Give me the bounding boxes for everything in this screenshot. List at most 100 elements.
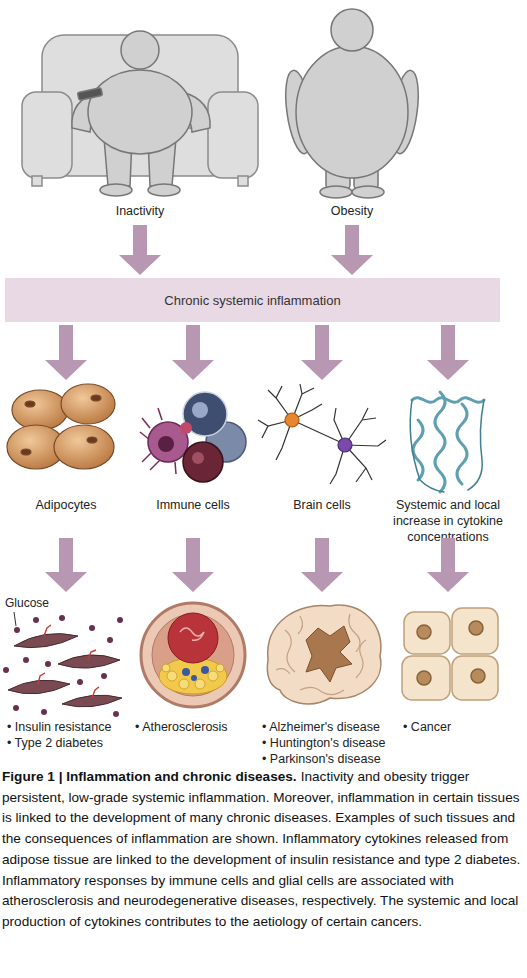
muscle-cells-glucose xyxy=(77,679,83,685)
muscle-cells-glucose xyxy=(101,673,107,679)
artery-cross-section xyxy=(208,671,218,681)
cancer-cells xyxy=(402,608,498,700)
brain-illustration xyxy=(267,605,381,704)
muscle-cells-glucose xyxy=(13,705,19,711)
adipocyte-cells xyxy=(61,384,115,424)
block-arrow xyxy=(331,225,373,275)
muscle-cells-glucose xyxy=(3,667,9,673)
artery-cross-section xyxy=(167,671,177,681)
cancer-cells xyxy=(471,669,485,683)
sitting-person xyxy=(72,31,210,196)
disease-item: • Insulin resistance xyxy=(7,719,125,735)
disease-panel: • Insulin resistance• Type 2 diabetes xyxy=(5,595,125,767)
disease-item: • Atherosclerosis xyxy=(135,719,253,735)
artery-cross-section xyxy=(195,679,205,689)
cytokine-protein xyxy=(468,400,484,490)
node-label: Inactivity xyxy=(20,203,260,219)
node-text-group: • Alzheimer's disease• Huntington's dise… xyxy=(258,719,388,767)
disease-panel: • Cancer xyxy=(398,595,498,767)
immune-cells xyxy=(192,402,208,418)
artery-cross-section xyxy=(141,603,245,707)
artery-cross-section xyxy=(152,614,234,696)
artery-cross-section xyxy=(168,613,218,663)
sitting-person xyxy=(88,70,192,154)
neuron-cells xyxy=(262,426,268,438)
tissue-panel: Adipocytes xyxy=(8,383,124,535)
artery-cross-section xyxy=(180,628,204,640)
band-label: Chronic systemic inflammation xyxy=(164,293,340,308)
brain-illustration xyxy=(300,687,344,694)
node-text-group: Inactivity xyxy=(20,203,260,219)
block-arrow xyxy=(301,325,343,380)
node-text-group: Obesity xyxy=(285,203,419,219)
disease-item: • Parkinson's disease xyxy=(262,751,388,767)
disease-panel: • Atherosclerosis xyxy=(133,595,253,767)
node-text-group: • Insulin resistance• Type 2 diabetes xyxy=(5,719,125,751)
sitting-person xyxy=(148,184,180,196)
cancer-cells xyxy=(417,621,485,685)
immune-cells xyxy=(192,452,204,464)
immune-cells xyxy=(183,442,223,482)
disease-item: • Huntington's disease xyxy=(262,735,388,751)
tissue-panel: Brain cells xyxy=(264,383,380,535)
block-arrow xyxy=(119,225,161,275)
neuron-cells xyxy=(276,386,282,398)
obese-person xyxy=(331,9,373,51)
muscle-cells-glucose xyxy=(113,711,119,717)
artery-cross-section xyxy=(182,668,190,676)
adipocyte-cells xyxy=(12,390,68,430)
muscle-cells-glucose xyxy=(23,657,29,663)
muscle-cells-glucose xyxy=(41,709,47,715)
muscle-cells-glucose xyxy=(92,687,99,698)
cancer-cells xyxy=(452,656,498,700)
node-label: Adipocytes xyxy=(8,497,124,513)
adipocyte-cells xyxy=(25,401,35,407)
disease-item: • Cancer xyxy=(403,719,498,735)
adipocyte-cells xyxy=(54,425,114,469)
artery-cross-section xyxy=(179,679,189,689)
tissue-panel: Immune cells xyxy=(135,383,251,535)
immune-cells xyxy=(142,418,150,428)
cancer-cells xyxy=(452,608,498,654)
cytokine-protein xyxy=(412,398,484,403)
tissue-panel: Systemic and local increase in cytokine … xyxy=(388,383,508,535)
muscle-cells-glucose xyxy=(44,625,51,636)
cytokine-protein xyxy=(410,400,444,492)
muscle-cells-glucose xyxy=(89,625,95,631)
disease-item: • Type 2 diabetes xyxy=(7,735,125,751)
neuron-cells xyxy=(292,420,340,442)
cytokine-protein xyxy=(410,392,484,492)
muscle-cells-glucose xyxy=(59,615,65,621)
artery-cross-section xyxy=(201,666,209,674)
neuron-cells xyxy=(362,418,376,420)
cancer-cells xyxy=(404,612,450,654)
brain-illustration xyxy=(285,630,295,672)
disease-item: • Alzheimer's disease xyxy=(262,719,388,735)
obese-person xyxy=(281,9,422,198)
figure-title: Figure 1 | Inflammation and chronic dise… xyxy=(2,769,297,784)
adipocyte-cells xyxy=(21,449,31,455)
muscle-cells-glucose xyxy=(3,615,123,717)
sitting-person xyxy=(100,184,132,196)
artery-cross-section xyxy=(162,664,224,689)
block-arrow xyxy=(427,538,469,592)
sitting-person xyxy=(121,31,159,69)
artery-cross-section xyxy=(141,603,245,707)
cytokine-protein xyxy=(435,392,445,492)
node-label: Brain cells xyxy=(264,497,380,513)
artery-cross-section xyxy=(182,666,209,681)
muscle-cells-glucose xyxy=(38,625,99,698)
node-label: Immune cells xyxy=(135,497,251,513)
immune-cells xyxy=(180,422,192,434)
artery-cross-section xyxy=(162,664,170,672)
muscle-cells-glucose xyxy=(14,634,78,648)
brain-illustration xyxy=(356,640,366,678)
brain-illustration xyxy=(276,614,366,695)
sofa-illustration xyxy=(208,92,258,178)
immune-cells xyxy=(158,408,162,420)
sofa-illustration xyxy=(22,92,72,178)
artery-cross-section xyxy=(216,664,224,672)
cancer-cells xyxy=(417,671,431,685)
block-arrow xyxy=(172,325,214,380)
neuron-cells xyxy=(258,384,386,484)
